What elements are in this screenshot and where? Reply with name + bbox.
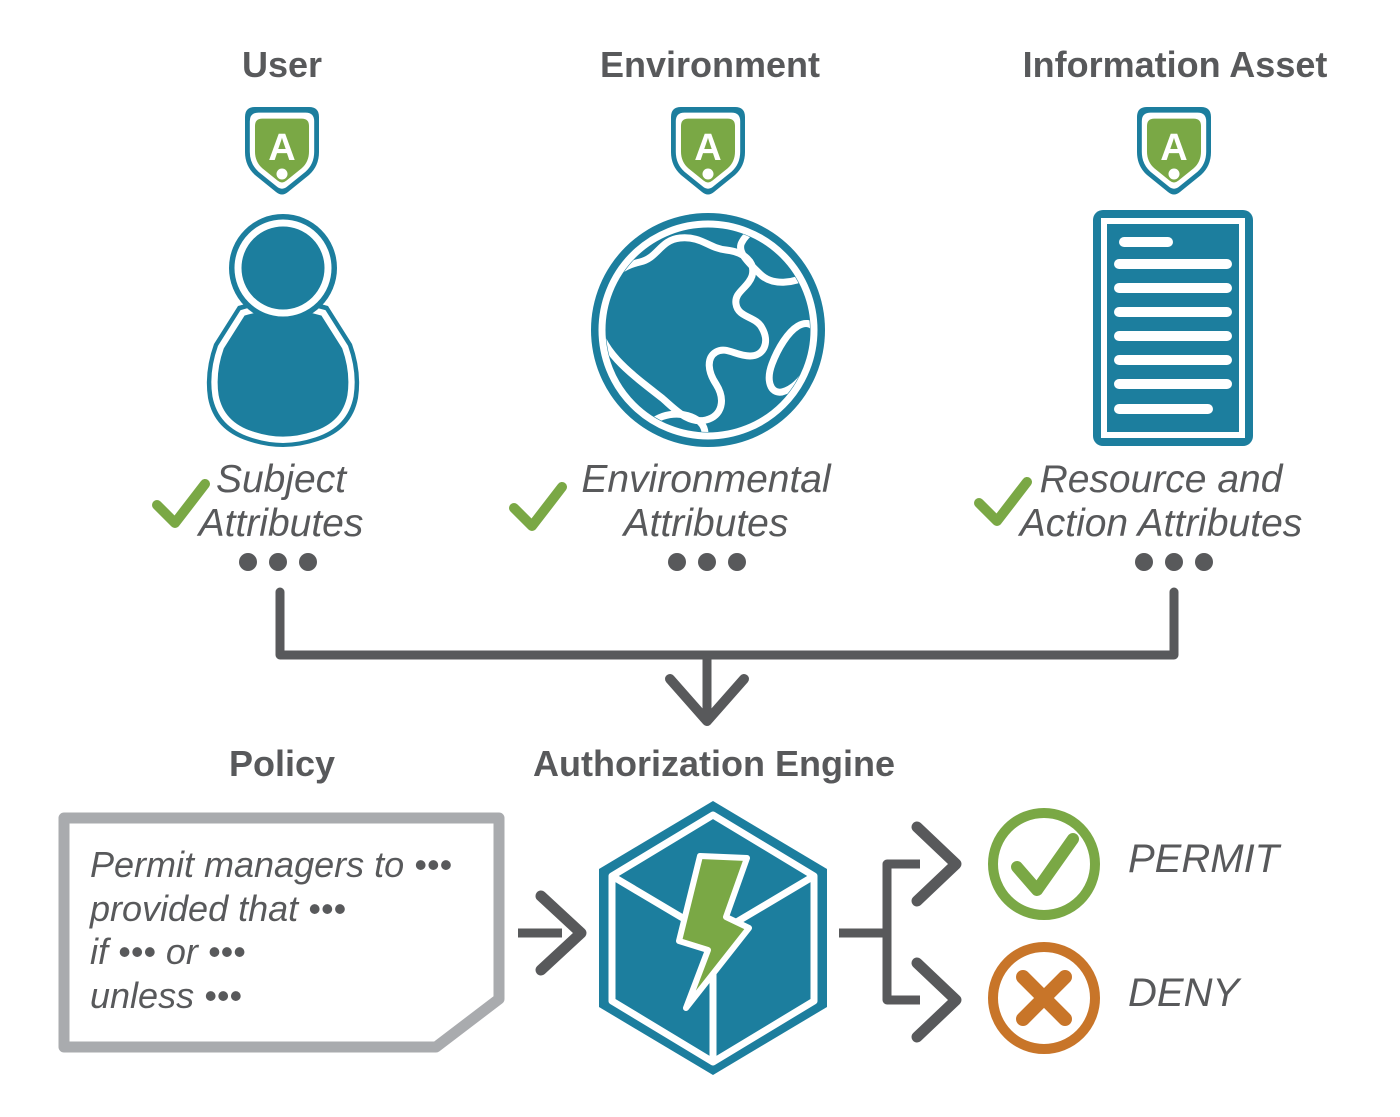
environmental-attributes-label: Environmental Attributes [581, 458, 830, 546]
column-title-user: User [241, 44, 323, 85]
x-icon [1016, 970, 1072, 1026]
badge-letter: A [694, 127, 722, 169]
continents [606, 228, 810, 432]
policy-note-shape [58, 812, 505, 1053]
down-arrow-icon [665, 674, 749, 726]
badge-letter: A [1160, 127, 1188, 169]
arrowhead-icon [911, 821, 962, 907]
merge-bracket [275, 587, 1179, 726]
policy-title: Policy [228, 743, 336, 784]
person-icon [206, 214, 360, 447]
attr-line: Action Attributes [1019, 502, 1303, 545]
lightning-icon [676, 853, 752, 1011]
attr-line: Subject [215, 458, 347, 501]
attr-line: Attributes [198, 502, 364, 545]
badge-letter: A [268, 127, 296, 169]
authorization-engine-icon [599, 801, 827, 1075]
policy-text: Permit managers to ••• provided that •••… [90, 843, 452, 1017]
policy-line: unless ••• [90, 974, 242, 1016]
document-icon [1093, 210, 1253, 446]
permit-circle-icon [988, 808, 1100, 920]
engine-title: Authorization Engine [533, 743, 895, 784]
policy-line: provided that ••• [90, 887, 346, 929]
attr-line: Environmental [581, 458, 831, 501]
attr-line: Resource and [1039, 458, 1283, 501]
attribute-badge-icon [1137, 107, 1211, 195]
badge-dot [1168, 168, 1180, 180]
badge-dot [276, 168, 288, 180]
arrowhead-icon [911, 957, 962, 1043]
attr-line: Attributes [623, 502, 789, 545]
ellipsis-icon [239, 553, 1213, 571]
policy-line: if ••• or ••• [90, 931, 246, 972]
deny-circle-icon [988, 942, 1100, 1054]
checkmark-icon [974, 477, 1032, 526]
policy-line: Permit managers to ••• [90, 844, 452, 885]
checkmark-icon [509, 482, 567, 531]
resource-action-attributes-label: Resource and Action Attributes [1020, 458, 1303, 546]
column-title-information-asset: Information Asset [1022, 44, 1328, 85]
deny-label: DENY [1128, 971, 1240, 1015]
globe-icon [591, 213, 825, 447]
attribute-badge-icon [671, 107, 745, 195]
permit-label: PERMIT [1128, 837, 1280, 881]
badge-dot [702, 168, 714, 180]
column-title-environment: Environment [599, 44, 821, 85]
branch-connector [839, 821, 962, 1043]
check-icon [1011, 833, 1079, 896]
attribute-badge-icon [245, 107, 319, 195]
subject-attributes-label: Subject Attributes [199, 458, 364, 546]
right-arrow-icon [518, 890, 587, 976]
checkmark-icon [152, 479, 210, 528]
